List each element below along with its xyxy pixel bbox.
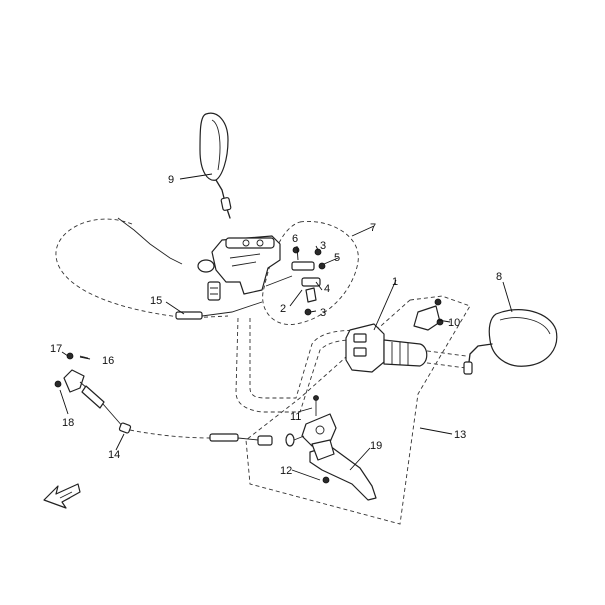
callout-19: 19 — [370, 440, 382, 452]
leader-lines — [59, 173, 513, 481]
callout-labels: 1 2 3 3 4 5 6 7 8 9 10 11 12 13 14 15 16… — [50, 174, 502, 477]
throttle-cable-14 — [54, 352, 305, 447]
callout-15: 15 — [150, 295, 162, 307]
callout-6: 6 — [292, 233, 298, 245]
callout-4: 4 — [324, 283, 330, 295]
callout-7: 7 — [370, 222, 376, 234]
callout-9: 9 — [168, 174, 174, 186]
callout-11: 11 — [290, 411, 301, 423]
group-outline-13 — [245, 295, 471, 525]
switch-housing-right — [345, 323, 428, 373]
mirror-right — [463, 309, 558, 375]
lever-assembly-19 — [301, 395, 377, 501]
callout-18: 18 — [62, 417, 74, 429]
group-outline-7 — [262, 220, 359, 325]
callout-3b: 3 — [320, 307, 326, 319]
cable-15 — [55, 217, 263, 320]
callout-10: 10 — [448, 317, 460, 329]
callout-1: 1 — [392, 276, 398, 288]
front-arrow-icon — [43, 483, 81, 509]
callout-8: 8 — [496, 271, 502, 283]
callout-16: 16 — [102, 355, 114, 367]
parts-group-7 — [265, 246, 326, 316]
callout-3a: 3 — [320, 240, 326, 252]
callout-17: 17 — [50, 343, 62, 355]
callout-5: 5 — [334, 252, 340, 264]
callout-12: 12 — [280, 465, 292, 477]
callout-13: 13 — [454, 429, 466, 441]
clamp-bracket-10 — [413, 298, 444, 331]
master-cylinder-left — [197, 235, 281, 301]
mirror-left — [199, 112, 232, 219]
callout-14: 14 — [108, 449, 120, 461]
callout-2: 2 — [280, 303, 286, 315]
